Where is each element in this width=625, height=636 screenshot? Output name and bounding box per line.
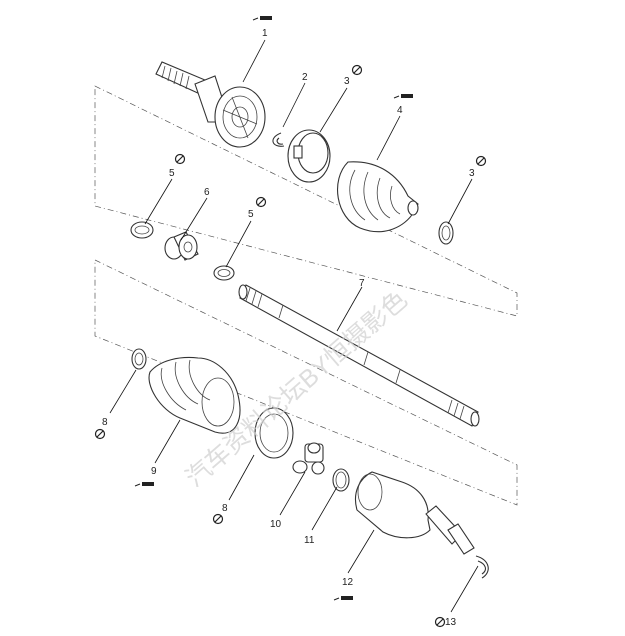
- no-reuse-icon-5b: [255, 196, 267, 208]
- callout-6: 6: [204, 187, 210, 198]
- callout-5: 5: [169, 168, 175, 179]
- inner-joint-housing: [354, 471, 475, 555]
- no-reuse-icon-3b: [475, 155, 487, 167]
- leader-lines: [109, 39, 479, 613]
- inner-boot: [148, 356, 241, 434]
- outer-cv-joint: [155, 61, 266, 148]
- drive-shaft: [238, 284, 480, 427]
- upper-group-frame: [94, 85, 518, 317]
- no-reuse-icon-3a: [351, 64, 363, 76]
- snap-ring-11: [332, 468, 350, 492]
- no-reuse-icon-8b: [212, 513, 224, 525]
- boot-band-3: [287, 129, 331, 183]
- callout-8: 8: [102, 417, 108, 428]
- boot-band-8a: [131, 348, 147, 370]
- callout-13: 13: [445, 617, 457, 628]
- grease-icon-4: [393, 94, 413, 99]
- no-reuse-icon-5a: [174, 153, 186, 165]
- boot-clamp-5b: [213, 265, 235, 281]
- callout-1: 1: [262, 28, 268, 39]
- callout-10: 10: [270, 519, 282, 530]
- circlip-13: [475, 555, 489, 579]
- grease-icon-1: [252, 16, 272, 21]
- callout-4: 4: [397, 105, 403, 116]
- grease-icon-9: [134, 482, 154, 487]
- boot-clamp-5a: [130, 221, 154, 239]
- no-reuse-icon-8a: [94, 428, 106, 440]
- callout-8: 8: [222, 503, 228, 514]
- dynamic-damper: [164, 231, 199, 261]
- lower-group-frame: [94, 259, 518, 506]
- callout-9: 9: [151, 466, 157, 477]
- callout-3: 3: [469, 168, 475, 179]
- no-reuse-icon-13: [434, 616, 446, 628]
- grease-icon-12: [333, 596, 353, 601]
- boot-band-8b: [254, 407, 294, 459]
- outer-boot: [336, 161, 419, 233]
- boot-band-3b: [438, 221, 454, 245]
- circlip-2: [272, 132, 285, 147]
- callout-7: 7: [359, 278, 365, 289]
- callout-12: 12: [342, 577, 354, 588]
- callout-11: 11: [304, 535, 315, 546]
- callout-3: 3: [344, 76, 350, 87]
- callout-5: 5: [248, 209, 254, 220]
- callout-2: 2: [302, 72, 308, 83]
- tripod-joint: [292, 442, 325, 475]
